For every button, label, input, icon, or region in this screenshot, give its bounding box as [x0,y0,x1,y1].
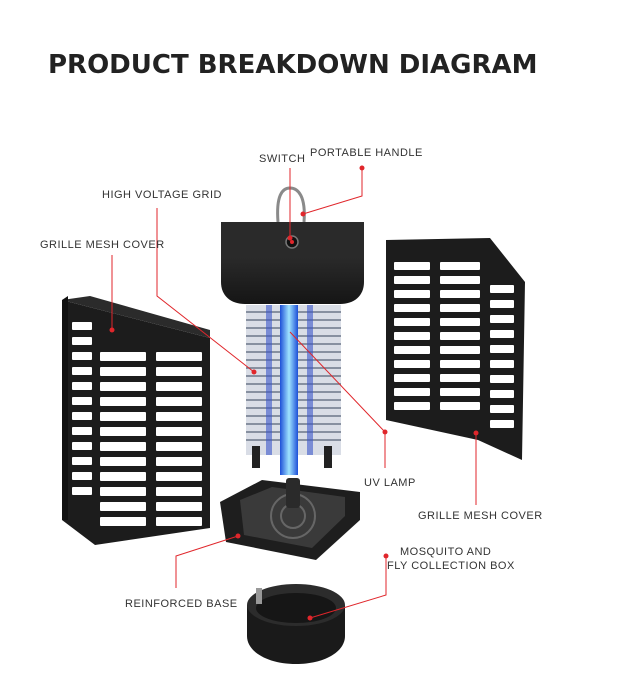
leader-dots [109,165,479,621]
mosquito-collection-box [220,478,360,560]
grid-leader [156,208,255,373]
reinforced-base [247,584,345,664]
uv-lamp-tube [280,305,298,475]
label-high-voltage-grid: HIGH VOLTAGE GRID [102,189,222,201]
label-portable-handle: PORTABLE HANDLE [310,147,423,159]
page-title: PRODUCT BREAKDOWN DIAGRAM [48,50,538,80]
label-reinforced-base: REINFORCED BASE [125,598,238,610]
label-grille-mesh-cover-right: GRILLE MESH COVER [418,510,543,522]
label-switch: SWITCH [259,153,306,165]
label-uv-lamp: UV LAMP [364,477,416,489]
right-grille-mesh-cover [386,238,525,460]
label-grille-mesh-cover-left: GRILLE MESH COVER [40,239,165,251]
base-leader [175,535,239,588]
collection-box-leader [309,556,387,619]
label-mosquito-line2: FLY COLLECTION BOX [387,560,515,572]
handle-leader [302,168,363,215]
label-mosquito-line1: MOSQUITO AND [400,546,492,558]
left-grille-mesh-cover [62,296,210,545]
high-voltage-grid-core [246,305,341,475]
top-cap [221,186,364,304]
